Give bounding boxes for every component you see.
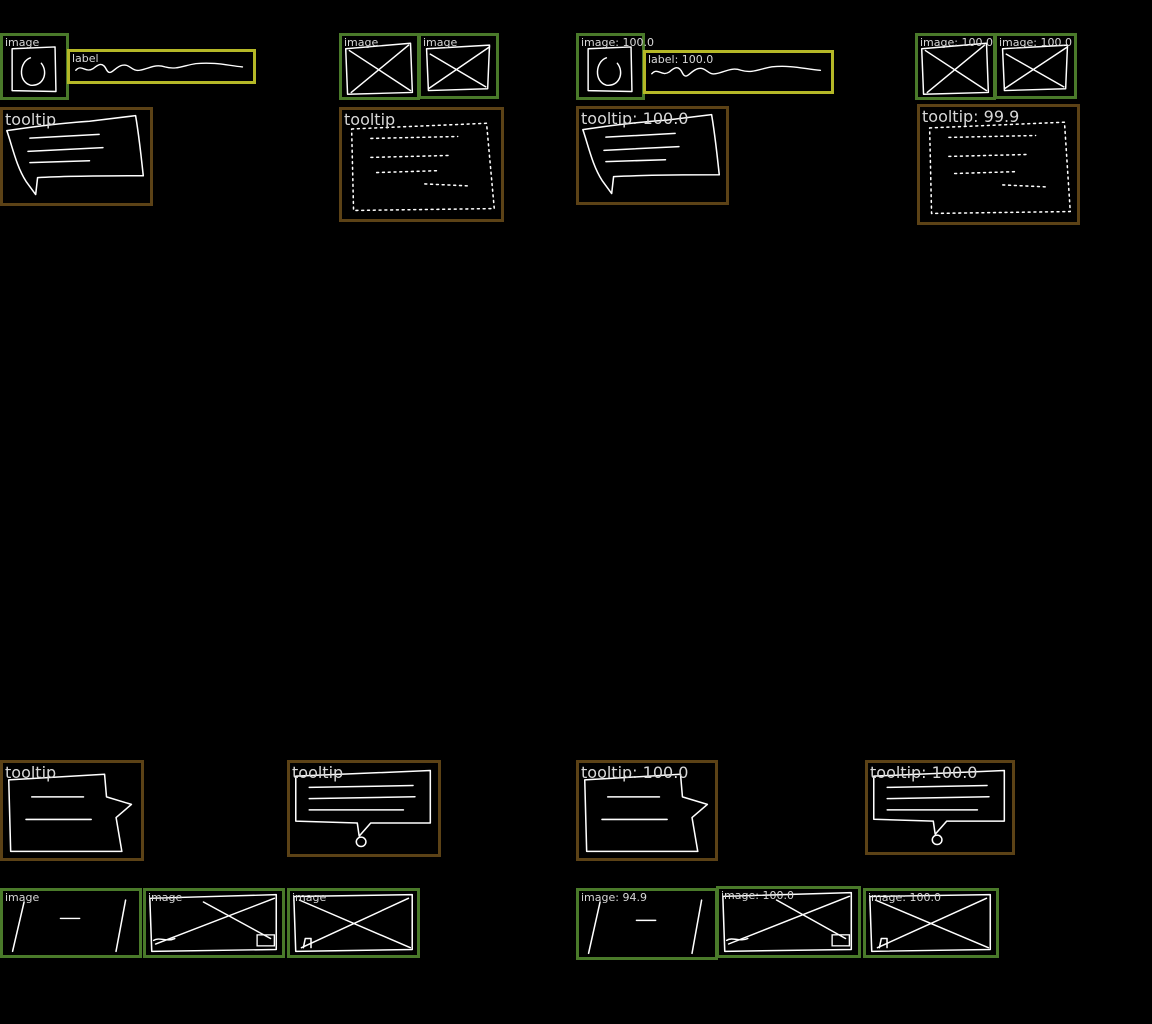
image-placeholder-icon [722, 891, 853, 953]
scribble-text-icon [651, 65, 822, 77]
label-tag: label [72, 52, 99, 65]
tooltip-tag: tooltip [292, 763, 344, 782]
tooltip-tag: tooltip [5, 763, 57, 782]
image-score-tag: image: 94.9 [581, 891, 647, 904]
tooltip-box-dotted: tooltip [339, 107, 504, 222]
label-box-scribble: label [67, 49, 256, 84]
speech-bubble-right-icon [583, 773, 709, 853]
image-tag: image [344, 36, 379, 49]
tooltip-score-tag: tooltip: 99.9 [922, 107, 1020, 126]
tooltip-box-speech-scored: tooltip: 100.0 [576, 106, 729, 205]
circle-sketch-icon [11, 46, 57, 93]
image-box-x-2-scored: image: 100.0 [994, 33, 1077, 99]
speech-bubble-icon [582, 113, 721, 195]
image-sketch-icon [11, 899, 127, 953]
tooltip-box-speech-down-scored: tooltip: 100.0 [865, 760, 1015, 855]
image-score-tag: image: 100.0 [581, 36, 654, 49]
image-tag: image [148, 891, 183, 904]
dotted-sketch-icon [350, 122, 496, 212]
image-tag: image [5, 891, 40, 904]
image-box-x-1: image [339, 33, 420, 100]
tooltip-score-tag: tooltip: 100.0 [581, 763, 689, 782]
tooltip-tag: tooltip [344, 110, 396, 129]
tooltip-score-tag: tooltip: 100.0 [870, 763, 978, 782]
speech-bubble-down-icon [872, 769, 1006, 846]
circle-sketch-icon [587, 46, 633, 93]
image-score-tag: image: 100.0 [721, 889, 794, 902]
image-tag: image [292, 891, 327, 904]
image-tag: image [5, 36, 40, 49]
speech-bubble-right-icon [7, 773, 133, 853]
tooltip-tag: tooltip [5, 110, 57, 129]
image-box-circle-scored: image: 100.0 [576, 33, 654, 100]
image-score-tag: image: 100.0 [920, 36, 993, 49]
image-placeholder-icon [869, 893, 992, 953]
tooltip-box-speech: tooltip [0, 107, 153, 206]
image-placeholder-icon [920, 42, 990, 95]
image-box-circle: image [0, 33, 69, 100]
image-box-x-1-scored: image: 100.0 [915, 33, 996, 100]
speech-bubble-icon [6, 114, 145, 196]
tooltip-score-tag: tooltip: 100.0 [581, 109, 689, 128]
image-box-x-wide-1-scored: image: 100.0 [716, 886, 861, 958]
speech-bubble-down-icon [294, 769, 432, 848]
image-tag: image [423, 36, 458, 49]
image-score-tag: image: 100.0 [999, 36, 1072, 49]
image-score-tag: image: 100.0 [868, 891, 941, 904]
image-placeholder-icon [1001, 44, 1069, 92]
image-box-x-wide-2: image [287, 888, 420, 958]
image-placeholder-icon [425, 44, 491, 92]
image-sketch-icon [587, 899, 703, 955]
image-box-slanted: image [0, 888, 142, 958]
label-box-scribble-scored: label: 100.0 [643, 50, 834, 94]
image-placeholder-icon [344, 42, 414, 95]
image-placeholder-icon [293, 893, 413, 953]
image-box-x-wide-2-scored: image: 100.0 [863, 888, 999, 958]
tooltip-box-arrow-right-scored: tooltip: 100.0 [576, 760, 718, 861]
label-score-tag: label: 100.0 [648, 53, 714, 66]
dotted-sketch-icon [928, 121, 1072, 215]
image-box-x-wide-1: image [143, 888, 285, 958]
image-box-slanted-scored: image: 94.9 [576, 888, 718, 960]
image-placeholder-icon [149, 893, 278, 953]
tooltip-box-arrow-right: tooltip [0, 760, 144, 861]
tooltip-box-dotted-scored: tooltip: 99.9 [917, 104, 1080, 225]
scribble-text-icon [75, 62, 244, 74]
image-box-x-2: image [418, 33, 499, 99]
tooltip-box-speech-down: tooltip [287, 760, 441, 857]
